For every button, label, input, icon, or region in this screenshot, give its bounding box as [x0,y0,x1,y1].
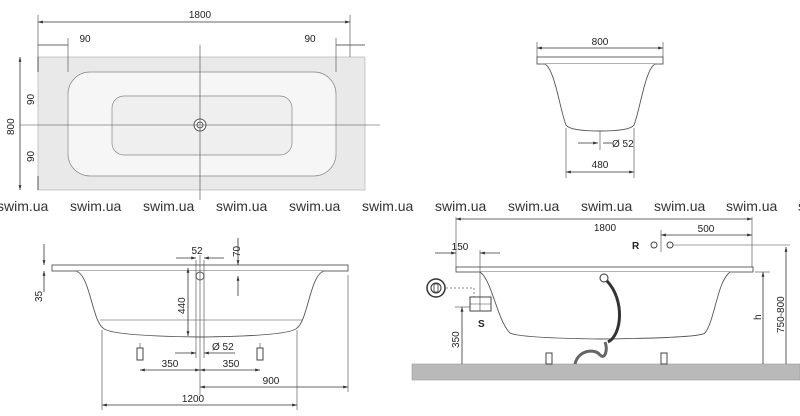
waste-button-icon [426,278,446,298]
dim-margin-right: 90 [304,34,316,45]
dim-depth: 440 [177,297,188,314]
tap-icon [666,241,674,249]
tap-icon [650,241,658,249]
dim-drain: Ø 52 [212,342,234,353]
dim-base-length: 1200 [182,394,205,405]
foot-right [660,352,668,365]
watermark-row: swim.ua swim.ua swim.ua swim.ua swim.ua … [0,198,800,214]
watermark: swim.ua [798,198,800,214]
install-view: 1800 500 R 150 S 350 h 750-800 [411,217,800,381]
dim-foot-right: 350 [223,359,240,370]
watermark: swim.ua [362,198,414,214]
dim-overflow-diameter: 52 [191,246,203,257]
watermark: swim.ua [726,198,778,214]
foot-left [136,343,144,361]
floor [411,363,800,381]
watermark: swim.ua [216,198,268,214]
watermark: swim.ua [289,198,341,214]
dim-margin-top: 90 [26,93,37,105]
foot-right [256,343,264,361]
foot-left [545,352,553,365]
side-section: 35 52 70 440 Ø 52 350 350 900 1200 [34,238,349,410]
dim-margin-left: 90 [79,34,91,45]
dim-foot-left: 350 [162,359,179,370]
dim-install-length: 1800 [594,223,617,234]
top-view: 1800 90 90 800 90 90 [6,10,380,200]
dim-overflow-offset: 70 [232,245,243,257]
dim-total-height: 750-800 [776,296,787,333]
overflow-hose [605,279,621,344]
dim-drain-diameter: Ø 52 [612,139,634,150]
watermark: swim.ua [508,198,560,214]
siphon [573,341,608,365]
dim-margin-bottom: 90 [26,150,37,162]
dim-width: 800 [6,118,17,135]
dim-socket-height: 350 [451,331,462,348]
dim-h: h [753,314,764,320]
socket-label: S [478,319,485,330]
dim-to-end: 900 [263,376,280,387]
watermark: swim.ua [435,198,487,214]
watermark: swim.ua [70,198,122,214]
dim-rim: 35 [34,290,45,302]
dim-length: 1800 [189,10,212,21]
dim-base-width: 480 [592,160,609,171]
end-view: 800 Ø 52 480 [536,37,664,178]
watermark: swim.ua [0,198,49,214]
dim-tap-offset: 500 [698,224,715,235]
watermark: swim.ua [581,198,633,214]
watermark: swim.ua [654,198,706,214]
tap-label: R [632,241,640,252]
watermark: swim.ua [143,198,195,214]
dim-edge-offset: 150 [452,242,469,253]
dim-end-width: 800 [592,37,609,48]
